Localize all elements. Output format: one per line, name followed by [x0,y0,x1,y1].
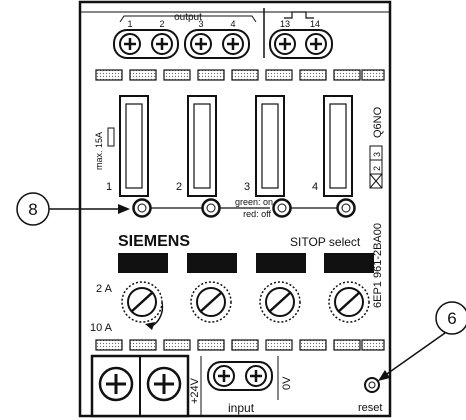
slot-3-label: 3 [244,181,250,193]
output-4-label: 4 [230,19,235,29]
output-1-label: 1 [127,19,132,29]
side-box-3-label: 3 [372,152,382,157]
status-led-3 [272,198,292,218]
fuse-slot-1 [119,95,149,197]
range-high-label: 10 A [90,322,113,334]
product-name: SITOP select [290,235,361,249]
input-label: input [228,401,255,415]
fuse-slot-2 [187,95,217,197]
current-dial-4 [328,281,370,323]
output-13-label: 13 [280,19,290,29]
brand-logo: SIEMENS [118,233,190,250]
callout-6-number: 6 [447,309,456,328]
upper-vent-row [95,69,385,81]
order-number: 6EP1 961-2BA00 [372,223,384,308]
fuse-symbol-icon [107,127,115,147]
current-dial-2 [190,281,232,323]
reset-label: reset [358,402,382,414]
output-3-label: 3 [198,19,203,29]
current-dial-3 [259,281,301,323]
range-arrow-icon [145,322,155,330]
input-terminal-block-24v [90,354,190,418]
callout-8 [16,192,130,226]
label-bar-1 [118,253,168,273]
output-2-label: 2 [159,19,164,29]
callout-6-arrow-icon [378,370,390,381]
current-dial-1 [121,281,163,323]
output-label: output [174,12,202,23]
range-low-label: 2 A [96,283,113,295]
callout-6 [378,301,466,381]
callout-8-number: 8 [28,200,37,219]
status-led-1 [132,198,152,218]
relay-contact-icon [284,11,314,19]
side-code-label: Q6NO [372,106,384,138]
max-current-label: max. 15A [94,132,104,170]
side-box-2-label: 2 [372,166,382,171]
slot-1-label: 1 [106,181,112,193]
status-led-2 [201,198,221,218]
label-bar-2 [187,253,237,273]
input-terminal-block-0v [207,361,273,391]
side-selector-boxes [369,145,383,189]
plus-24v-label: +24V [189,377,201,404]
reset-button[interactable] [364,377,380,393]
lower-vent-row [95,339,385,351]
callout-8-arrow-icon [118,204,130,214]
output-bracket [119,15,257,23]
slot-4-label: 4 [312,181,318,193]
status-led-4 [336,198,356,218]
output-terminal-block-3-4 [184,29,250,59]
fuse-slot-3 [255,95,285,197]
slot-2-label: 2 [176,181,182,193]
signal-terminal-block-13-14 [269,29,333,59]
led-red-label: red: off [243,209,271,219]
output-14-label: 14 [310,19,320,29]
fuse-slot-4 [323,95,353,197]
zero-v-label: 0V [281,376,293,390]
output-terminal-block-1-2 [113,29,179,59]
label-bar-3 [256,253,306,273]
led-green-label: green: on [235,197,273,207]
label-bar-4 [324,253,374,273]
